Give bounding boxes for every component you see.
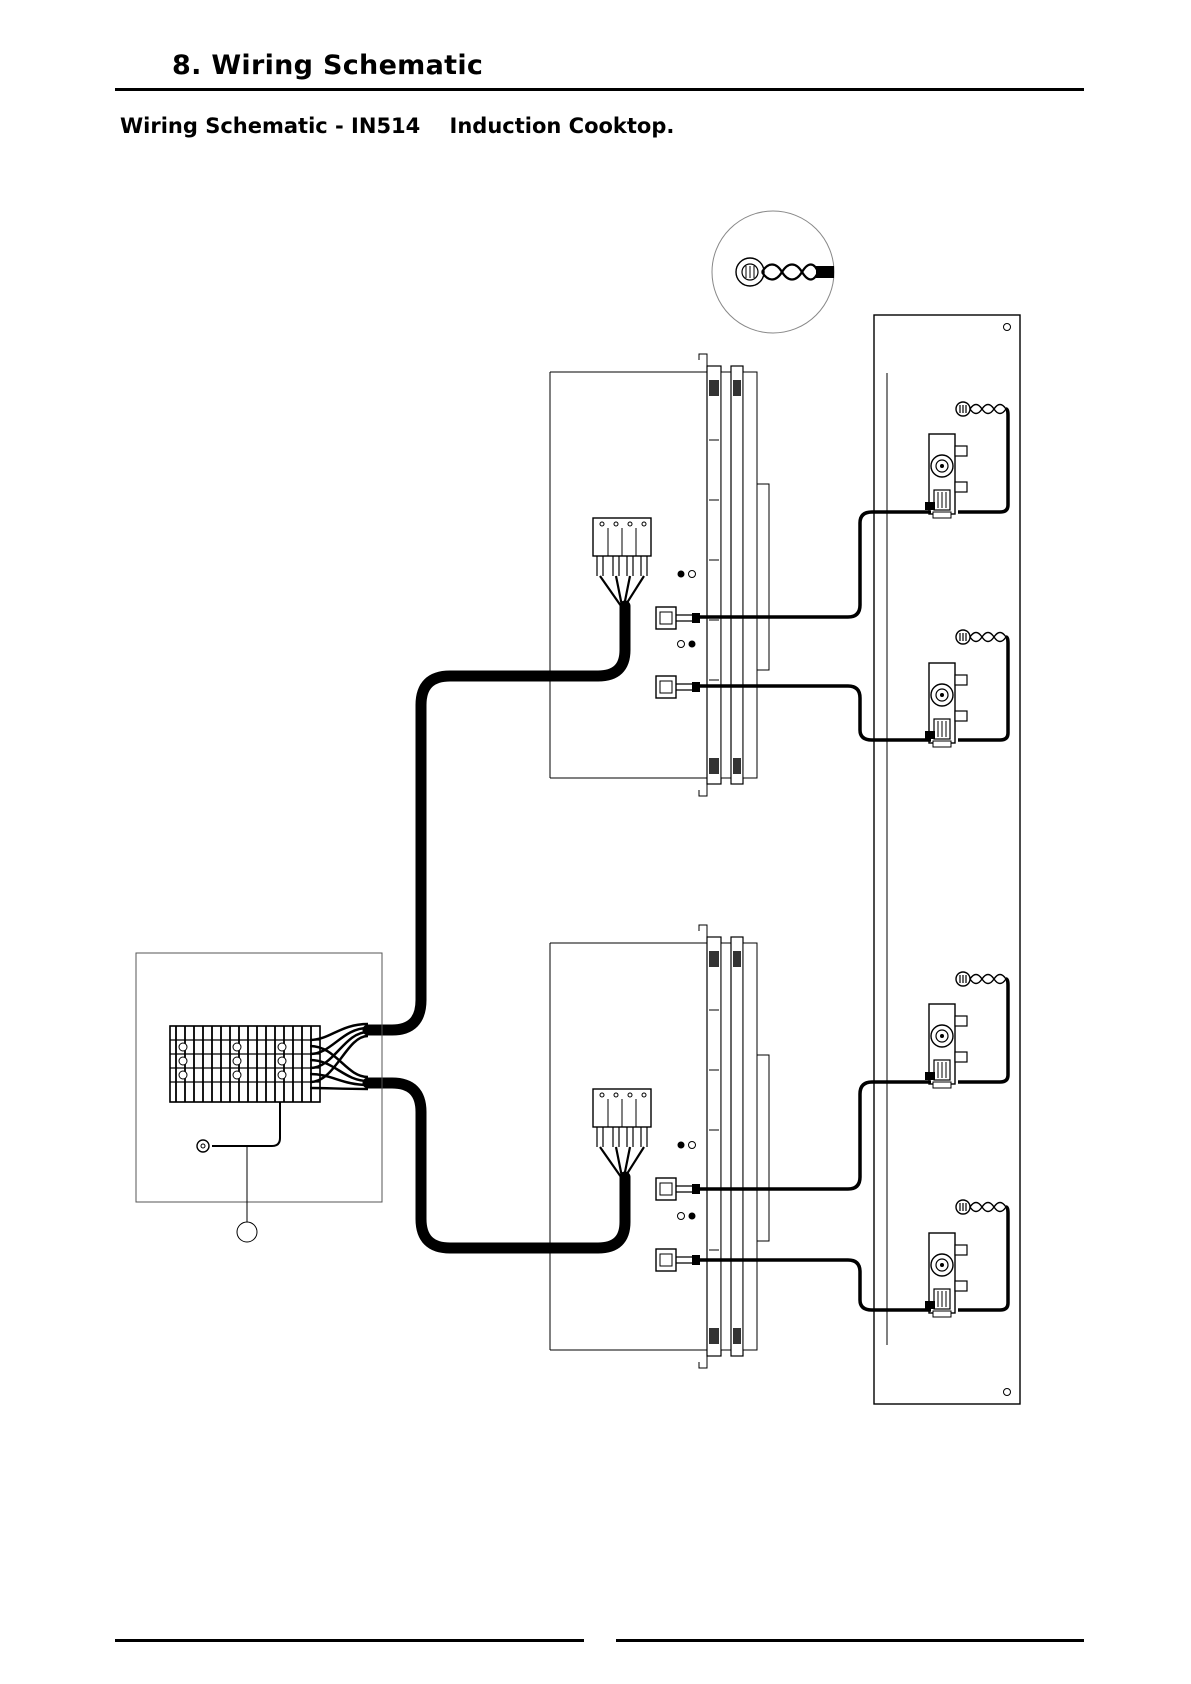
footer-rule-left	[115, 1639, 584, 1642]
induction-generator-module-upper	[550, 354, 769, 796]
coil-return-wires	[958, 409, 1008, 1310]
induction-generator-module-lower	[550, 925, 769, 1368]
plug-connector-icon	[656, 607, 700, 1271]
earth-ring-lug-icon	[197, 1102, 280, 1242]
footer-rule-right	[616, 1639, 1084, 1642]
twisted-pair-detail-icon	[712, 211, 834, 333]
main-supply-harness	[368, 606, 625, 1248]
twisted-pair-lead-icon	[956, 402, 1006, 1214]
terminal-block-icon	[170, 1026, 320, 1102]
coil-terminal-icon	[925, 434, 967, 1317]
